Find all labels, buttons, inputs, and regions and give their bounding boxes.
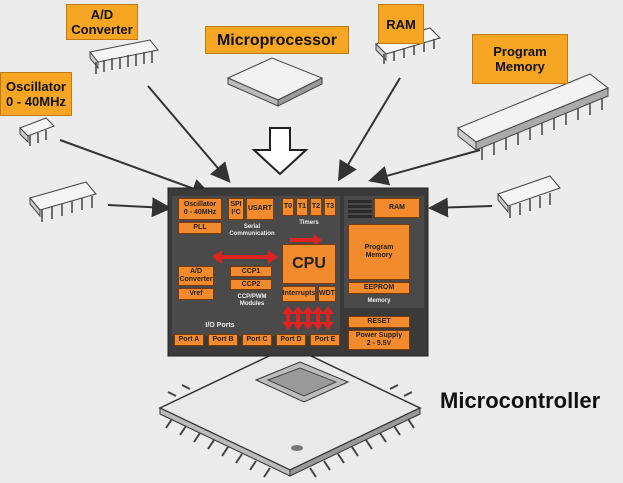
ad-converter-label: A/D Converter: [66, 4, 138, 40]
arrows: [59, 77, 493, 218]
oscillator-chip: [19, 117, 55, 146]
eeprom-block: EEPROM: [348, 282, 410, 294]
port-a-block: Port A: [174, 334, 204, 346]
port-d-block: Port D: [276, 334, 306, 346]
t0-block: T0: [282, 198, 294, 216]
io-ports-caption: I/O Ports: [205, 322, 235, 329]
microprocessor-label: Microprocessor: [205, 26, 349, 54]
t2-block: T2: [310, 198, 322, 216]
ram-block: RAM: [374, 198, 420, 218]
oscillator-label: Oscillator 0 - 40MHz: [0, 72, 72, 116]
ccp1-block: CCP1: [230, 266, 272, 277]
ram-label: RAM: [378, 4, 424, 44]
program-memory-label: Program Memory: [472, 34, 568, 84]
cpu-block: CPU: [282, 244, 336, 284]
ccp2-block: CCP2: [230, 279, 272, 290]
usart-block: USART: [246, 198, 274, 220]
t1-block: T1: [296, 198, 308, 216]
ccp-pwm-caption: CCP/PWM Modules: [237, 294, 267, 307]
vref-block: Vref: [178, 288, 214, 300]
serial-comm-caption: Serial Communication: [229, 224, 275, 237]
ad-converter-block: A/D Converter: [178, 266, 214, 286]
port-c-block: Port C: [242, 334, 272, 346]
timers-caption: Timers: [299, 220, 319, 226]
right-dip-chip: [497, 175, 561, 218]
microcontroller-package: [158, 345, 422, 478]
program-memory-chip: [457, 73, 609, 160]
pll-block: PLL: [178, 222, 222, 234]
memory-caption: Memory: [367, 298, 391, 304]
hollow-arrow: [251, 127, 309, 176]
port-e-block: Port E: [310, 334, 340, 346]
microprocessor-chip: [226, 57, 324, 107]
microcontroller-label: Microcontroller: [440, 388, 601, 413]
program-memory-block: Program Memory: [348, 224, 410, 280]
wdt-block: WDT: [318, 286, 336, 302]
ad-converter-chip: [89, 39, 159, 74]
power-supply-block: Power Supply 2 - 5.5V: [348, 330, 410, 350]
interrupts-block: Interrupts: [282, 286, 316, 302]
reset-block: RESET: [348, 316, 410, 328]
bus-arrows: [212, 234, 334, 330]
port-b-block: Port B: [208, 334, 238, 346]
spi-block: SPI I²C: [228, 198, 244, 220]
oscillator-block: Oscillator 0 - 40MHz: [178, 198, 222, 220]
t3-block: T3: [324, 198, 336, 216]
left-dip-chip: [29, 181, 97, 222]
